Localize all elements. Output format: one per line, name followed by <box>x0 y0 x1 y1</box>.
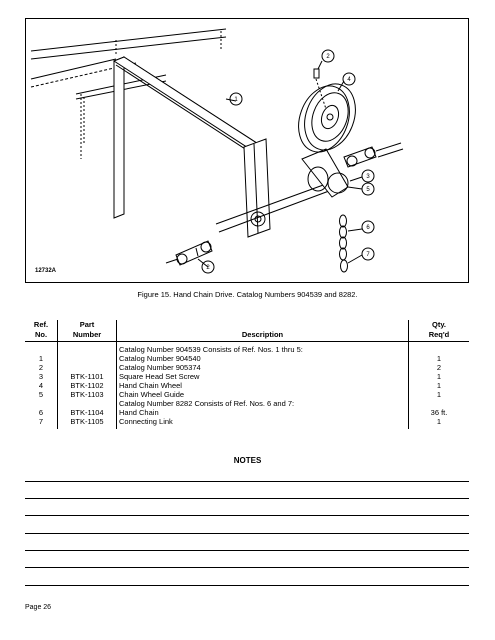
cell-qty: 1 <box>436 372 442 381</box>
hand-chain-drive-illustration: 1 2 4 2 3 5 6 7 <box>30 28 404 274</box>
figure-frame: 1 2 4 2 3 5 6 7 12732A <box>25 18 469 283</box>
cell-part-number <box>57 354 117 363</box>
cell-ref: 6 <box>25 408 58 417</box>
callout-4: 4 <box>347 77 351 83</box>
cell-description: Connecting Link <box>116 417 409 429</box>
table-row: 2 Catalog Number 905374 2 <box>25 363 469 372</box>
header-ref: Ref.No. <box>25 320 58 342</box>
parts-table-body: Catalog Number 904539 Consists of Ref. N… <box>25 341 470 429</box>
cell-description: Catalog Number 905374 <box>116 363 409 372</box>
cell-part-number: BTK-1104 <box>57 408 117 417</box>
cell-qty: 36 ft. <box>430 408 448 417</box>
table-row: Catalog Number 8282 Consists of Ref. Nos… <box>25 399 469 408</box>
notes-title: NOTES <box>233 456 262 465</box>
callout-1: 1 <box>234 97 238 103</box>
cell-description: Chain Wheel Guide <box>116 390 409 399</box>
callout-3: 3 <box>366 174 370 180</box>
cell-ref <box>25 399 58 408</box>
cell-ref: 3 <box>25 372 58 381</box>
cell-description: Square Head Set Screw <box>116 372 409 381</box>
cell-qty: 1 <box>436 354 442 363</box>
callout-2: 2 <box>326 54 330 60</box>
cell-description: Catalog Number 904539 Consists of Ref. N… <box>116 341 409 354</box>
header-description: Description <box>116 320 409 342</box>
note-line <box>25 533 469 534</box>
cell-part-number: BTK-1102 <box>57 381 117 390</box>
cell-qty: 1 <box>436 390 442 399</box>
table-row: 1 Catalog Number 904540 1 <box>25 354 469 363</box>
cell-ref: 7 <box>25 417 58 429</box>
cell-qty <box>409 399 470 408</box>
note-line <box>25 481 469 482</box>
cell-part-number: BTK-1101 <box>57 372 117 381</box>
note-line <box>25 515 469 516</box>
cell-ref: 4 <box>25 381 58 390</box>
cell-ref: 2 <box>25 363 58 372</box>
cell-description: Catalog Number 8282 Consists of Ref. Nos… <box>116 399 409 408</box>
callout-5: 5 <box>366 187 370 193</box>
cell-ref: 1 <box>25 354 58 363</box>
header-qty: Qty.Req'd <box>408 320 469 342</box>
cell-part-number <box>57 341 117 354</box>
cell-description: Hand Chain Wheel <box>116 381 409 390</box>
figure-caption: Figure 15. Hand Chain Drive. Catalog Num… <box>137 290 358 299</box>
cell-qty: 1 <box>436 381 442 390</box>
cell-part-number <box>57 399 117 408</box>
cell-part-number <box>57 363 117 372</box>
cell-qty <box>409 342 470 355</box>
page-number: Page 26 <box>25 604 52 611</box>
cell-qty: 1 <box>436 417 442 426</box>
note-line <box>25 550 469 551</box>
cell-description: Hand Chain <box>116 408 409 417</box>
callout-2b: 2 <box>206 265 210 271</box>
callout-7: 7 <box>366 252 370 258</box>
cell-description: Catalog Number 904540 <box>116 354 409 363</box>
cell-ref <box>25 341 58 354</box>
note-line <box>25 498 469 499</box>
callout-6: 6 <box>366 225 370 231</box>
table-row: Catalog Number 904539 Consists of Ref. N… <box>25 341 470 355</box>
cell-ref: 5 <box>25 390 58 399</box>
cell-qty: 2 <box>436 363 442 372</box>
note-line <box>25 585 469 586</box>
cell-part-number: BTK-1105 <box>57 417 117 429</box>
figure-id-label: 12732A <box>35 268 57 274</box>
cell-part-number: BTK-1103 <box>57 390 117 399</box>
note-line <box>25 567 469 568</box>
